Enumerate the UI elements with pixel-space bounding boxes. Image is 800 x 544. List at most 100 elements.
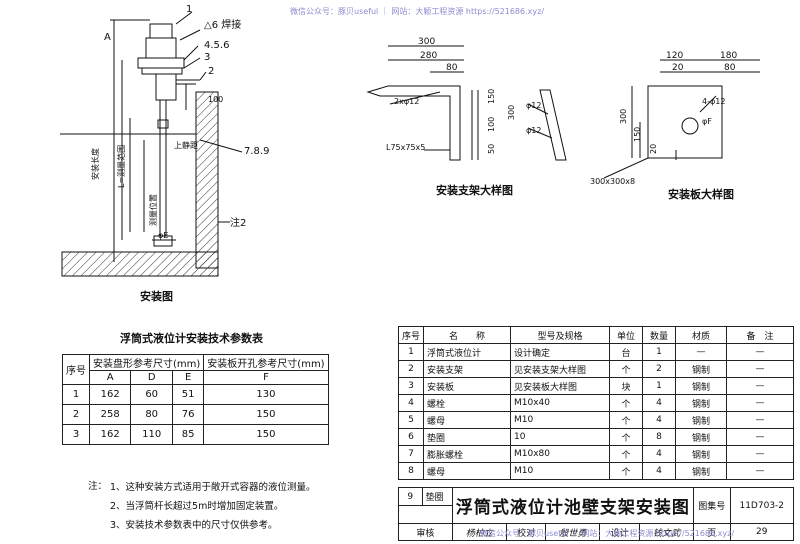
cell: 个: [609, 445, 644, 463]
cell: 10: [510, 428, 611, 446]
atlas-no: 11D703-2: [729, 487, 795, 524]
dim-300: 300: [418, 37, 435, 47]
caption-plate: 安装板大样图: [668, 187, 734, 201]
label-angle: L75x75x5: [386, 143, 425, 152]
label-plate-size: 300x300x8: [590, 177, 635, 186]
bom-h-qty: 数量: [642, 326, 677, 344]
design-name: 钱文武: [638, 523, 694, 541]
label-2: 2: [208, 66, 214, 77]
cell: M10: [510, 411, 611, 429]
dim-p4x12: 4-φ12: [702, 97, 725, 106]
cell: 螺栓: [423, 394, 512, 412]
param-h-seq: 序号: [62, 354, 90, 385]
mount-plate-outline: [647, 85, 723, 159]
cell: 3: [397, 377, 425, 395]
dim-50: 50: [487, 144, 496, 154]
bom-h-spec: 型号及规格: [510, 326, 611, 344]
cell: 个: [609, 428, 644, 446]
cell: —: [726, 394, 794, 412]
cell: 浮筒式液位计: [423, 343, 512, 361]
drawing-canvas: 1 △6 焊接 4.5.6 3 2 7.8.9 注2 A 100 安装长度 L=…: [60, 4, 760, 303]
dim-p120: 120: [666, 51, 683, 61]
dim-p20v: 20: [649, 144, 658, 154]
dim-phiF: φF: [702, 117, 712, 126]
dim-300v: 300: [507, 105, 516, 120]
cell: 4: [642, 462, 677, 480]
cell: —: [726, 360, 794, 378]
label-789: 7.8.9: [244, 146, 269, 157]
caption-install: 安装图: [140, 289, 173, 303]
label-install-len: 安装长度: [90, 148, 100, 180]
cell: 个: [609, 411, 644, 429]
watermark-bottom: 微信公众号：豚贝useful ｜ 网站：大颖工程资源 https://52168…: [480, 529, 735, 538]
meter-top: [149, 23, 173, 39]
param-table-title: 浮筒式液位计安装技术参数表: [120, 332, 263, 345]
cell: 3: [62, 424, 90, 445]
label-measure-pos: 测量位置: [148, 194, 158, 226]
cell: M10x40: [510, 394, 611, 412]
cell: —: [726, 411, 794, 429]
cell: 设计确定: [510, 343, 611, 361]
label-456: 4.5.6: [204, 40, 229, 51]
title-block: 9 垫圈 浮筒式液位计池壁支架安装图 图集号 11D703-2 审核 杨柏立 校…: [398, 487, 795, 541]
cell: 4: [642, 411, 677, 429]
cell: 块: [609, 377, 644, 395]
table-row: 2 258 80 76 150: [62, 404, 329, 425]
notes-list: 1、这种安装方式适用于敞开式容器的液位测量。 2、当浮筒杆长超过5m时增加固定装…: [110, 478, 316, 535]
cell: 钢制: [675, 462, 728, 480]
param-h-hole: 安装板开孔参考尺寸(mm): [203, 354, 329, 371]
cell: 钢制: [675, 428, 728, 446]
dim-p300v: 300: [619, 109, 628, 124]
cell: M10: [510, 462, 611, 480]
cell: 钢制: [675, 377, 728, 395]
cell: 钢制: [675, 360, 728, 378]
param-sub-A: A: [88, 370, 132, 385]
page-no: 29: [729, 523, 795, 541]
cell: M10x80: [510, 445, 611, 463]
dim-2x12: 2xφ12: [394, 97, 419, 106]
cell: 安装支架: [423, 360, 512, 378]
dim-p150: 150: [633, 127, 642, 142]
label-phiE: φE: [158, 231, 168, 240]
cell: —: [726, 462, 794, 480]
cell: 垫圈: [423, 428, 512, 446]
cell: 膨胀螺栓: [423, 445, 512, 463]
cell: 螺母: [423, 411, 512, 429]
dim-p80: 80: [724, 63, 736, 73]
bom-h-name: 名 称: [423, 326, 512, 344]
tank-floor: [61, 251, 219, 277]
dim-280: 280: [420, 51, 437, 61]
note-item: 2、当浮筒杆长超过5m时增加固定装置。: [110, 501, 284, 512]
dim-p20: 20: [672, 63, 684, 73]
note-item: 3、安装技术参数表中的尺寸仅供参考。: [110, 520, 278, 531]
cell: 2: [62, 404, 90, 425]
label-3: 3: [204, 52, 210, 63]
cell: 150: [203, 424, 329, 445]
cell: 6: [397, 428, 425, 446]
cell: 个: [609, 360, 644, 378]
cell: 51: [171, 384, 205, 405]
cell: 8: [642, 428, 677, 446]
cell: 1: [642, 377, 677, 395]
cell: 60: [130, 384, 173, 405]
bom-h-unit: 单位: [609, 326, 644, 344]
label-weld: △6 焊接: [204, 18, 241, 31]
cell: 4: [397, 394, 425, 412]
label-note2: 注2: [230, 216, 246, 229]
label-measure-range: L=测量范围: [116, 145, 126, 188]
atlas-label: 图集号: [692, 487, 731, 524]
cell: 2: [642, 360, 677, 378]
param-sub-E: E: [171, 370, 205, 385]
cell: 1: [642, 343, 677, 361]
cell: 钢制: [675, 445, 728, 463]
cell: 台: [609, 343, 644, 361]
dim-80: 80: [446, 63, 458, 73]
cell: 1: [62, 384, 90, 405]
check-name: 殷世勇: [545, 523, 601, 541]
